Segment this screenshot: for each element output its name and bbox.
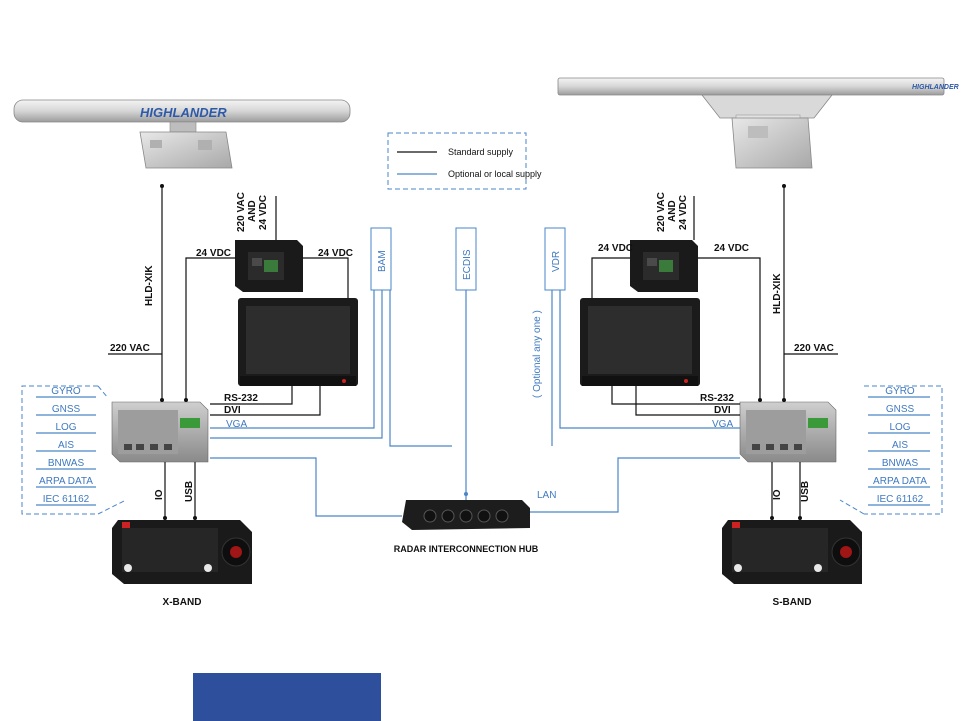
legend-standard-label: Standard supply — [448, 147, 514, 157]
right-psu-and-label: AND — [667, 200, 678, 222]
left-vga-label: VGA — [226, 419, 247, 430]
left-dvi-label: DVI — [224, 405, 241, 416]
right-antenna-brand: HIGHLANDER — [912, 84, 959, 91]
left-sensor-iec: IEC 61162 — [43, 494, 90, 505]
right-usb-label: USB — [800, 481, 811, 502]
right-sensor-log: LOG — [889, 422, 910, 433]
x-band-label: X-BAND — [163, 597, 202, 608]
left-hld-cable-label: HLD-XIK — [144, 265, 155, 306]
right-sensor-arpa: ARPA DATA — [873, 476, 927, 487]
right-antenna: HIGHLANDER — [557, 77, 959, 169]
vdr-label: VDR — [551, 251, 562, 272]
right-sensor-gyro: GYRO — [885, 386, 915, 397]
right-dvi-label: DVI — [714, 405, 731, 416]
left-sensor-bnwas: BNWAS — [48, 458, 85, 469]
right-hld-cable-label: HLD-XIK — [772, 273, 783, 314]
left-processor-unit — [111, 401, 209, 463]
right-monitor — [580, 298, 700, 386]
left-antenna-brand: HIGHLANDER — [140, 105, 227, 120]
vdr-box: VDR — [544, 227, 566, 291]
legend-optional-label: Optional or local supply — [448, 169, 542, 179]
ecdis-label: ECDIS — [462, 249, 473, 280]
right-sensor-iec: IEC 61162 — [877, 494, 924, 505]
left-sensor-ais: AIS — [58, 440, 74, 451]
right-control-keyboard — [722, 520, 862, 584]
optional-wiring — [36, 290, 930, 517]
bam-label: BAM — [377, 250, 388, 272]
right-monitor-24vdc-label: 24 VDC — [598, 243, 633, 254]
left-monitor-24vdc-label: 24 VDC — [318, 248, 353, 259]
left-sensor-log: LOG — [55, 422, 76, 433]
right-io-label: IO — [772, 489, 783, 500]
right-220vac-label: 220 VAC — [794, 343, 834, 354]
footer-blue-block — [193, 673, 381, 721]
radar-interconnection-hub — [402, 500, 530, 530]
left-220vac-label: 220 VAC — [110, 343, 150, 354]
optional-any-one-note: ( Optional any one ) — [532, 310, 543, 398]
left-rs232-label: RS-232 — [224, 393, 258, 404]
right-pc-24vdc-label: 24 VDC — [714, 243, 749, 254]
right-sensor-list: GYRO GNSS LOG AIS BNWAS ARPA DATA IEC 61… — [873, 386, 927, 505]
left-control-keyboard — [112, 520, 252, 584]
left-sensor-gyro: GYRO — [51, 386, 81, 397]
left-psu-and-label: AND — [247, 200, 258, 222]
right-sensor-gnss: GNSS — [886, 404, 915, 415]
left-io-label: IO — [154, 489, 165, 500]
right-rs232-label: RS-232 — [700, 393, 734, 404]
left-usb-label: USB — [184, 481, 195, 502]
left-psu-in-label: 220 VAC — [236, 192, 247, 232]
right-vga-label: VGA — [712, 419, 733, 430]
left-psu-vdc-label: 24 VDC — [258, 195, 269, 230]
left-pc-24vdc-label: 24 VDC — [196, 248, 231, 259]
left-antenna: HIGHLANDER — [13, 99, 351, 169]
left-sensor-arpa: ARPA DATA — [39, 476, 93, 487]
left-sensor-list: GYRO GNSS LOG AIS BNWAS ARPA DATA IEC 61… — [39, 386, 93, 505]
right-sensor-ais: AIS — [892, 440, 908, 451]
right-processor-unit — [739, 401, 837, 463]
right-sensor-group-border — [864, 385, 943, 515]
standard-wiring — [108, 184, 838, 520]
left-power-supply — [235, 240, 303, 292]
right-power-supply — [630, 240, 698, 292]
ecdis-box: ECDIS — [455, 227, 477, 291]
bam-box: BAM — [370, 227, 392, 291]
lan-label: LAN — [537, 490, 556, 501]
legend: Standard supply Optional or local supply — [387, 132, 542, 190]
s-band-label: S-BAND — [773, 597, 812, 608]
right-sensor-bnwas: BNWAS — [882, 458, 919, 469]
left-sensor-group-border — [21, 385, 98, 515]
left-monitor — [238, 298, 358, 386]
right-psu-vdc-label: 24 VDC — [678, 195, 689, 230]
right-psu-vac-label: 220 VAC — [656, 192, 667, 232]
left-sensor-gnss: GNSS — [52, 404, 81, 415]
hub-label: RADAR INTERCONNECTION HUB — [394, 544, 539, 554]
